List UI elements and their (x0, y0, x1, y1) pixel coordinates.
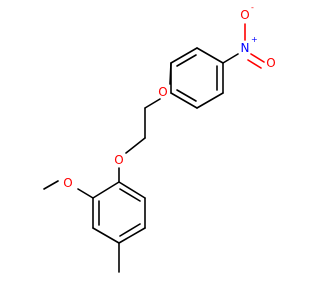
nitro-top-oxygen-label: O (240, 8, 249, 22)
nitro-nitrogen-charge: + (251, 35, 258, 44)
upper-benzene-ring (170, 47, 224, 109)
methoxy-bond (77, 188, 94, 199)
nitro-bottom-oxygen-label: O (266, 56, 275, 70)
chain-bond (125, 137, 146, 154)
bond (170, 47, 198, 64)
upper-ether-oxygen-label: O (158, 85, 167, 99)
bond (176, 89, 197, 102)
bond (196, 92, 224, 109)
methoxy-methyl-bond (43, 180, 59, 190)
nitro-n-o-double-bond (250, 53, 265, 63)
nitro-bond (222, 53, 239, 64)
bond (118, 227, 146, 244)
nitro-top-oxygen-charge: - (251, 3, 254, 12)
structure-diagram: O O O N + O - O (43, 3, 276, 273)
bond (92, 227, 120, 244)
lower-ether-oxygen-label: O (114, 153, 123, 167)
molecule-canvas: O O O N + O - O (43, 3, 276, 273)
bond (92, 181, 120, 199)
bond (119, 223, 141, 237)
nitro-nitrogen-label: N (241, 41, 250, 55)
chain-bond (144, 98, 161, 109)
bond (119, 188, 141, 202)
methoxy-oxygen-label: O (63, 176, 72, 190)
bond (170, 92, 198, 109)
bond (196, 47, 224, 64)
bond (118, 181, 146, 199)
nitro-n-o-double-bond (247, 59, 262, 69)
lower-benzene-ring (92, 181, 146, 244)
bond (176, 54, 197, 67)
